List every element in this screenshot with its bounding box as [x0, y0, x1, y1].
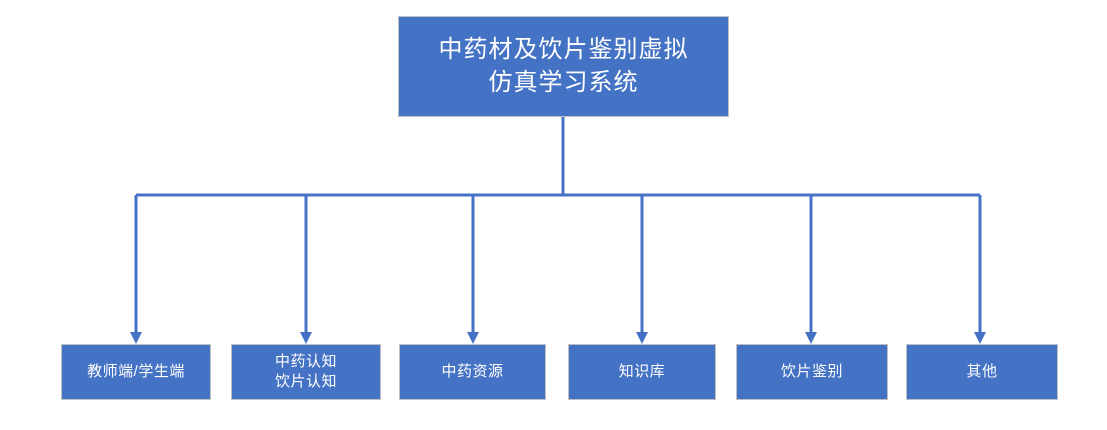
arrowhead-icon-1 — [130, 332, 142, 344]
node-child-4[interactable]: 知识库 — [568, 344, 716, 400]
arrowhead-icon-2 — [300, 332, 312, 344]
node-child-5[interactable]: 饮片鉴别 — [736, 344, 888, 400]
node-root-label-line-1: 中药材及饮片鉴别虚拟 — [438, 35, 689, 63]
connector-group — [130, 117, 986, 344]
node-child-6[interactable]: 其他 — [906, 344, 1058, 400]
node-child-3-label-line-1: 中药资源 — [441, 362, 504, 380]
node-child-1[interactable]: 教师端/学生端 — [61, 344, 211, 400]
node-child-2-label-line-2: 饮片认知 — [274, 373, 337, 390]
arrowhead-icon-5 — [805, 332, 817, 344]
node-child-6-label-line-1: 其他 — [966, 362, 998, 380]
node-child-3[interactable]: 中药资源 — [399, 344, 546, 400]
node-root-label-line-2: 仿真学习系统 — [488, 68, 639, 96]
node-child-2[interactable]: 中药认知 饮片认知 — [231, 344, 381, 400]
node-child-2-label-line-1: 中药认知 — [274, 352, 337, 370]
node-child-5-label-line-1: 饮片鉴别 — [780, 362, 843, 380]
arrowhead-icon-4 — [636, 332, 648, 344]
node-child-4-label-line-1: 知识库 — [618, 362, 666, 380]
node-root[interactable]: 中药材及饮片鉴别虚拟 仿真学习系统 — [398, 16, 729, 117]
arrowhead-icon-6 — [974, 332, 986, 344]
node-child-1-label-line-1: 教师端/学生端 — [87, 362, 185, 380]
arrowhead-icon-3 — [467, 332, 479, 344]
